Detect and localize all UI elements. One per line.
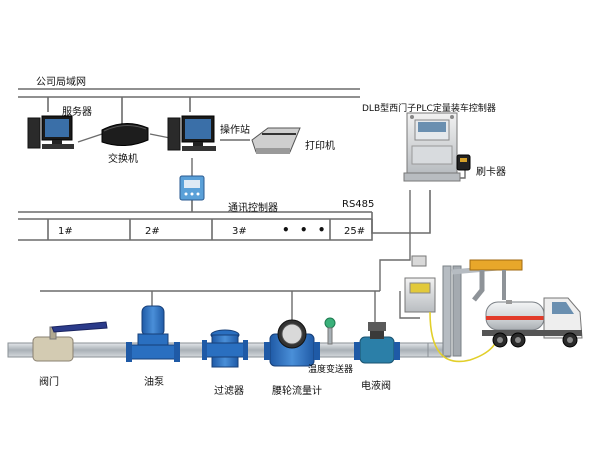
loading-point-3: 3# [232, 226, 247, 237]
flowmeter-label: 腰轮流量计 [272, 386, 322, 397]
oil-pump [126, 305, 180, 362]
temp-transmitter-label: 温度变送器 [308, 365, 354, 375]
switch-device [101, 123, 149, 146]
network-cabling [77, 133, 250, 176]
card-reader-label: 刷卡器 [476, 167, 506, 178]
ball-valve [32, 321, 108, 362]
solenoid-valve [354, 322, 400, 364]
plc-controller-label: DLB型西门子PLC定量装车控制器 [362, 104, 496, 114]
loading-point-25: 25# [344, 226, 366, 237]
printer-label: 打印机 [305, 141, 335, 152]
rack-controller-box [404, 255, 436, 313]
filter-label: 过滤器 [214, 386, 244, 397]
pump-label: 油泵 [144, 377, 164, 388]
lan-bus [18, 88, 360, 127]
loading-rack [427, 259, 523, 358]
valve-label: 阀门 [39, 377, 59, 388]
rs485-label: RS485 [342, 199, 375, 210]
comm-controller-label: 通讯控制器 [228, 203, 278, 214]
plc-controller-box [403, 112, 461, 182]
card-reader-device [456, 154, 471, 171]
printer-device [251, 127, 301, 154]
server-label: 服务器 [62, 107, 92, 118]
control-wiring [40, 170, 466, 335]
lan-label: 公司局域网 [36, 77, 86, 88]
comm-controller-device [179, 175, 205, 201]
flow-meter [264, 319, 320, 367]
loading-point-1: 1# [58, 226, 73, 237]
temperature-transmitter [324, 317, 336, 345]
server-computer [27, 115, 74, 149]
workstation-label: 操作站 [220, 125, 250, 136]
solenoid-valve-label: 电液阀 [361, 381, 391, 392]
rs485-bus [18, 190, 431, 241]
ellipsis-dots: • • • [282, 223, 329, 237]
filter [202, 329, 248, 368]
switch-label: 交换机 [108, 154, 138, 165]
tanker-truck [482, 297, 583, 348]
loading-point-2: 2# [145, 226, 160, 237]
workstation-computer [167, 115, 216, 151]
